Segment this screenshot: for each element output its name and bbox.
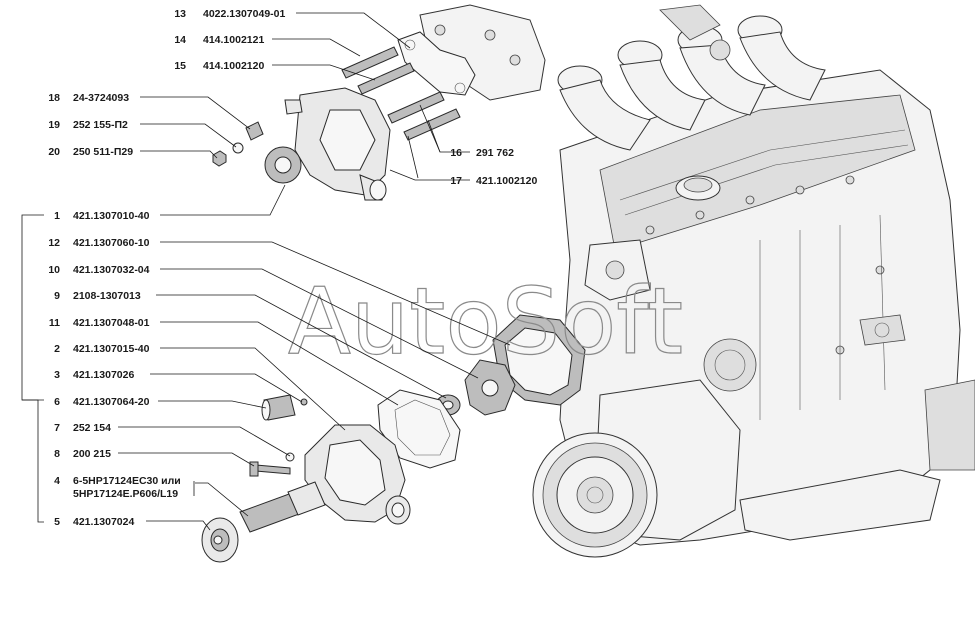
callout-number: 8 <box>54 448 60 460</box>
callout-number: 17 <box>450 175 462 187</box>
callout-number: 12 <box>48 237 60 249</box>
callout-code: 421.1307048-01 <box>73 317 150 329</box>
callout-code: 252 154 <box>73 422 111 434</box>
callout-code: 250 511-П29 <box>73 146 133 158</box>
callout-code: 414.1002121 <box>203 34 264 46</box>
callout-code: 252 155-П2 <box>73 119 128 131</box>
callout-number: 11 <box>49 317 60 329</box>
callout-code: 421.1307026 <box>73 369 134 381</box>
crankshaft-pulley <box>532 432 658 558</box>
callout-code: 414.1002120 <box>203 60 264 72</box>
callout-number: 19 <box>48 119 60 131</box>
callout-code: 421.1307060-10 <box>73 237 150 249</box>
oil-filler-cap <box>675 175 721 201</box>
leader-lines <box>118 12 511 531</box>
callout-number: 4 <box>54 475 60 487</box>
intake-manifold <box>557 4 826 151</box>
callout-number: 1 <box>54 210 60 222</box>
assembly-bracket <box>21 214 44 523</box>
callout-code: 421.1307015-40 <box>73 343 150 355</box>
callout-code: 421.1307024 <box>73 516 134 528</box>
callout-number: 2 <box>54 343 60 355</box>
impeller-10 <box>464 359 516 416</box>
callout-code: 4022.1307049-01 <box>203 8 285 20</box>
hub-5 <box>201 517 239 563</box>
callout-code: 421.1002120 <box>476 175 537 187</box>
callout-number: 14 <box>174 34 186 46</box>
callout-code: 291 762 <box>476 147 514 159</box>
callout-number: 16 <box>450 147 462 159</box>
water-pump-assembly-upper <box>264 87 391 201</box>
thermostat-housing <box>584 239 651 301</box>
callout-code: 6-5НР17124ЕС30 или <box>73 475 181 487</box>
callout-labels: 13 4022.1307049-01 14 414.1002121 15 414… <box>48 8 537 528</box>
callout-number: 18 <box>48 92 60 104</box>
shaft-bearing-4 <box>239 481 326 533</box>
callout-code: 421.1307064-20 <box>73 396 150 408</box>
pump-housing-2 <box>304 424 411 525</box>
fasteners-18-19-20 <box>212 121 264 167</box>
callout-code: 2108-1307013 <box>73 290 141 302</box>
studs-14-15 <box>341 46 415 95</box>
callout-code: 24-3724093 <box>73 92 129 104</box>
cylinder-head-fragment <box>419 4 546 101</box>
callout-number: 9 <box>54 290 60 302</box>
engine-block <box>532 4 975 558</box>
callout-code: 200 215 <box>73 448 111 460</box>
callout-number: 3 <box>54 369 60 381</box>
callout-code: 421.1307010-40 <box>73 210 150 222</box>
callout-code-alt: 5НР17124Е.Р606/L19 <box>73 488 178 500</box>
callout-number: 13 <box>174 8 186 20</box>
callout-number: 15 <box>174 60 186 72</box>
fitting-6 <box>261 394 296 421</box>
watermark: AutoSoft <box>288 268 683 375</box>
callout-number: 5 <box>54 516 60 528</box>
callout-number: 7 <box>54 422 60 434</box>
studs-16-17 <box>387 91 461 141</box>
callout-number: 20 <box>48 146 60 158</box>
callout-code: 421.1307032-04 <box>73 264 150 276</box>
callout-number: 6 <box>54 396 60 408</box>
callout-number: 10 <box>48 264 60 276</box>
